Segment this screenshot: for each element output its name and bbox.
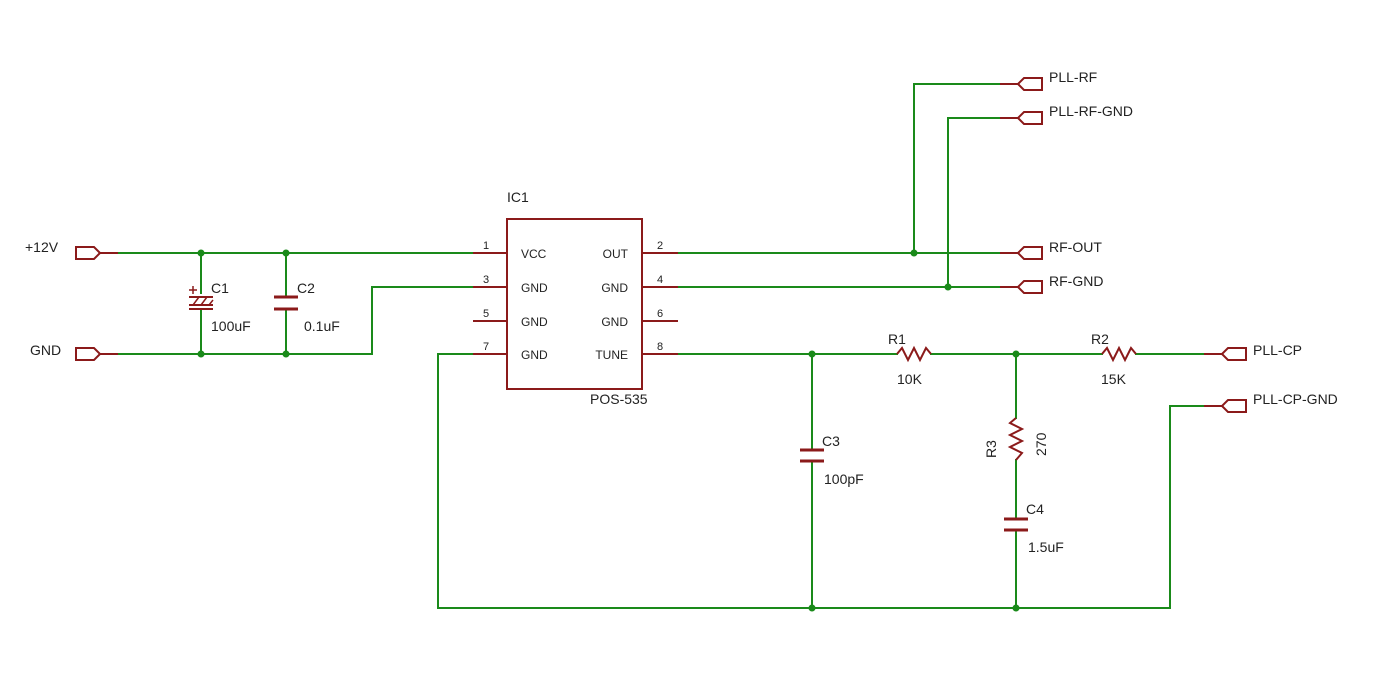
r3-value: 270 bbox=[1033, 432, 1049, 456]
port-arrow-icon bbox=[1204, 347, 1247, 361]
r2-ref: R2 bbox=[1091, 331, 1109, 347]
ic1-pin-name: GND bbox=[521, 315, 548, 329]
c1-plate-negative bbox=[189, 304, 213, 310]
port-arrow-icon bbox=[75, 347, 118, 361]
wire-ground-return bbox=[437, 353, 1205, 609]
port-label: RF-GND bbox=[1049, 273, 1103, 289]
ic1[interactable]: IC1 POS-535 1 VCC 3 GND 5 GND 7 GND 2 OU… bbox=[473, 189, 678, 407]
port-pll-cp[interactable]: PLL-CP bbox=[1204, 342, 1302, 361]
port-label: GND bbox=[30, 342, 61, 358]
resistor-r2[interactable]: R2 15K bbox=[1091, 331, 1137, 387]
c4-plates bbox=[1004, 517, 1028, 532]
ic1-pin-stubs-right bbox=[642, 252, 678, 355]
ic1-pin-num: 2 bbox=[657, 240, 663, 252]
port-arrow-icon bbox=[1000, 280, 1043, 294]
junction-dot bbox=[808, 604, 816, 612]
r1-ref: R1 bbox=[888, 331, 906, 347]
ic1-pin-name: GND bbox=[521, 281, 548, 295]
junction-dot bbox=[1012, 604, 1020, 612]
port-label: +12V bbox=[25, 239, 59, 255]
port-12v[interactable]: +12V bbox=[25, 239, 118, 260]
capacitor-c1[interactable]: C1 100uF bbox=[189, 280, 251, 334]
port-rf-gnd[interactable]: RF-GND bbox=[1000, 273, 1103, 294]
ic1-pin-num: 4 bbox=[657, 274, 663, 286]
port-arrow-icon bbox=[1204, 399, 1247, 413]
ic1-pin-stubs-left bbox=[473, 252, 507, 355]
ic1-pin-name: VCC bbox=[521, 247, 547, 261]
junction-dot bbox=[944, 283, 952, 291]
wire-pll-rf-gnd bbox=[947, 117, 1001, 288]
junction-dot bbox=[197, 350, 205, 358]
c1-value: 100uF bbox=[211, 318, 251, 334]
resistor-r3[interactable]: R3 270 bbox=[983, 417, 1049, 461]
wires bbox=[117, 83, 1205, 609]
c1-hatch-symbol bbox=[192, 296, 214, 306]
port-arrow-icon bbox=[1000, 111, 1043, 125]
port-arrow-icon bbox=[1000, 246, 1043, 260]
port-label: PLL-CP-GND bbox=[1253, 391, 1338, 407]
r2-value: 15K bbox=[1101, 371, 1127, 387]
c1-plus-sign-icon bbox=[189, 286, 197, 294]
port-pll-rf-gnd[interactable]: PLL-RF-GND bbox=[1000, 103, 1133, 125]
ic1-pin-num: 5 bbox=[483, 308, 489, 320]
capacitor-c3[interactable]: C3 100pF bbox=[800, 433, 864, 487]
ic1-pin-name: GND bbox=[601, 281, 628, 295]
port-label: PLL-RF bbox=[1049, 69, 1097, 85]
junction-dot bbox=[910, 249, 918, 257]
port-pll-rf[interactable]: PLL-RF bbox=[1000, 69, 1097, 91]
r3-ref: R3 bbox=[983, 440, 999, 458]
c4-value: 1.5uF bbox=[1028, 539, 1064, 555]
junction-dot bbox=[282, 249, 290, 257]
port-pll-cp-gnd[interactable]: PLL-CP-GND bbox=[1204, 391, 1338, 413]
port-label: PLL-RF-GND bbox=[1049, 103, 1133, 119]
port-gnd[interactable]: GND bbox=[30, 342, 118, 361]
r1-value: 10K bbox=[897, 371, 923, 387]
wire-gnd-rail bbox=[117, 286, 476, 355]
c3-value: 100pF bbox=[824, 471, 864, 487]
c4-ref: C4 bbox=[1026, 501, 1044, 517]
ic1-pin-num: 8 bbox=[657, 341, 663, 353]
junction-dot bbox=[1012, 350, 1020, 358]
port-label: RF-OUT bbox=[1049, 239, 1102, 255]
ic1-value: POS-535 bbox=[590, 391, 648, 407]
c1-ref: C1 bbox=[211, 280, 229, 296]
capacitor-c4[interactable]: C4 1.5uF bbox=[1004, 501, 1064, 555]
ic1-pin-num: 3 bbox=[483, 274, 489, 286]
ic1-pin-name: GND bbox=[601, 315, 628, 329]
resistor-r1[interactable]: R1 10K bbox=[888, 331, 932, 387]
c2-plates bbox=[274, 295, 298, 311]
c3-plates bbox=[800, 448, 824, 463]
ic1-pin-num: 1 bbox=[483, 240, 489, 252]
capacitor-c2[interactable]: C2 0.1uF bbox=[274, 280, 340, 334]
c2-ref: C2 bbox=[297, 280, 315, 296]
r2-zigzag bbox=[1101, 345, 1137, 363]
r1-zigzag bbox=[896, 345, 932, 363]
port-arrow-icon bbox=[1000, 77, 1043, 91]
port-rf-out[interactable]: RF-OUT bbox=[1000, 239, 1102, 260]
ic1-pin-num: 6 bbox=[657, 308, 663, 320]
ic1-pin-num: 7 bbox=[483, 341, 489, 353]
port-label: PLL-CP bbox=[1253, 342, 1302, 358]
junction-dot bbox=[197, 249, 205, 257]
junction-dot bbox=[808, 350, 816, 358]
wire-pll-rf bbox=[913, 83, 1001, 254]
c3-ref: C3 bbox=[822, 433, 840, 449]
port-arrow-icon bbox=[75, 246, 118, 260]
r3-zigzag bbox=[1007, 417, 1025, 461]
ic1-ref: IC1 bbox=[507, 189, 529, 205]
ic1-pin-name: OUT bbox=[603, 247, 629, 261]
ic1-pin-name: GND bbox=[521, 348, 548, 362]
c2-value: 0.1uF bbox=[304, 318, 340, 334]
ic1-pin-name: TUNE bbox=[595, 348, 628, 362]
junction-dot bbox=[282, 350, 290, 358]
ic1-body bbox=[506, 218, 643, 390]
junctions bbox=[197, 249, 1020, 612]
